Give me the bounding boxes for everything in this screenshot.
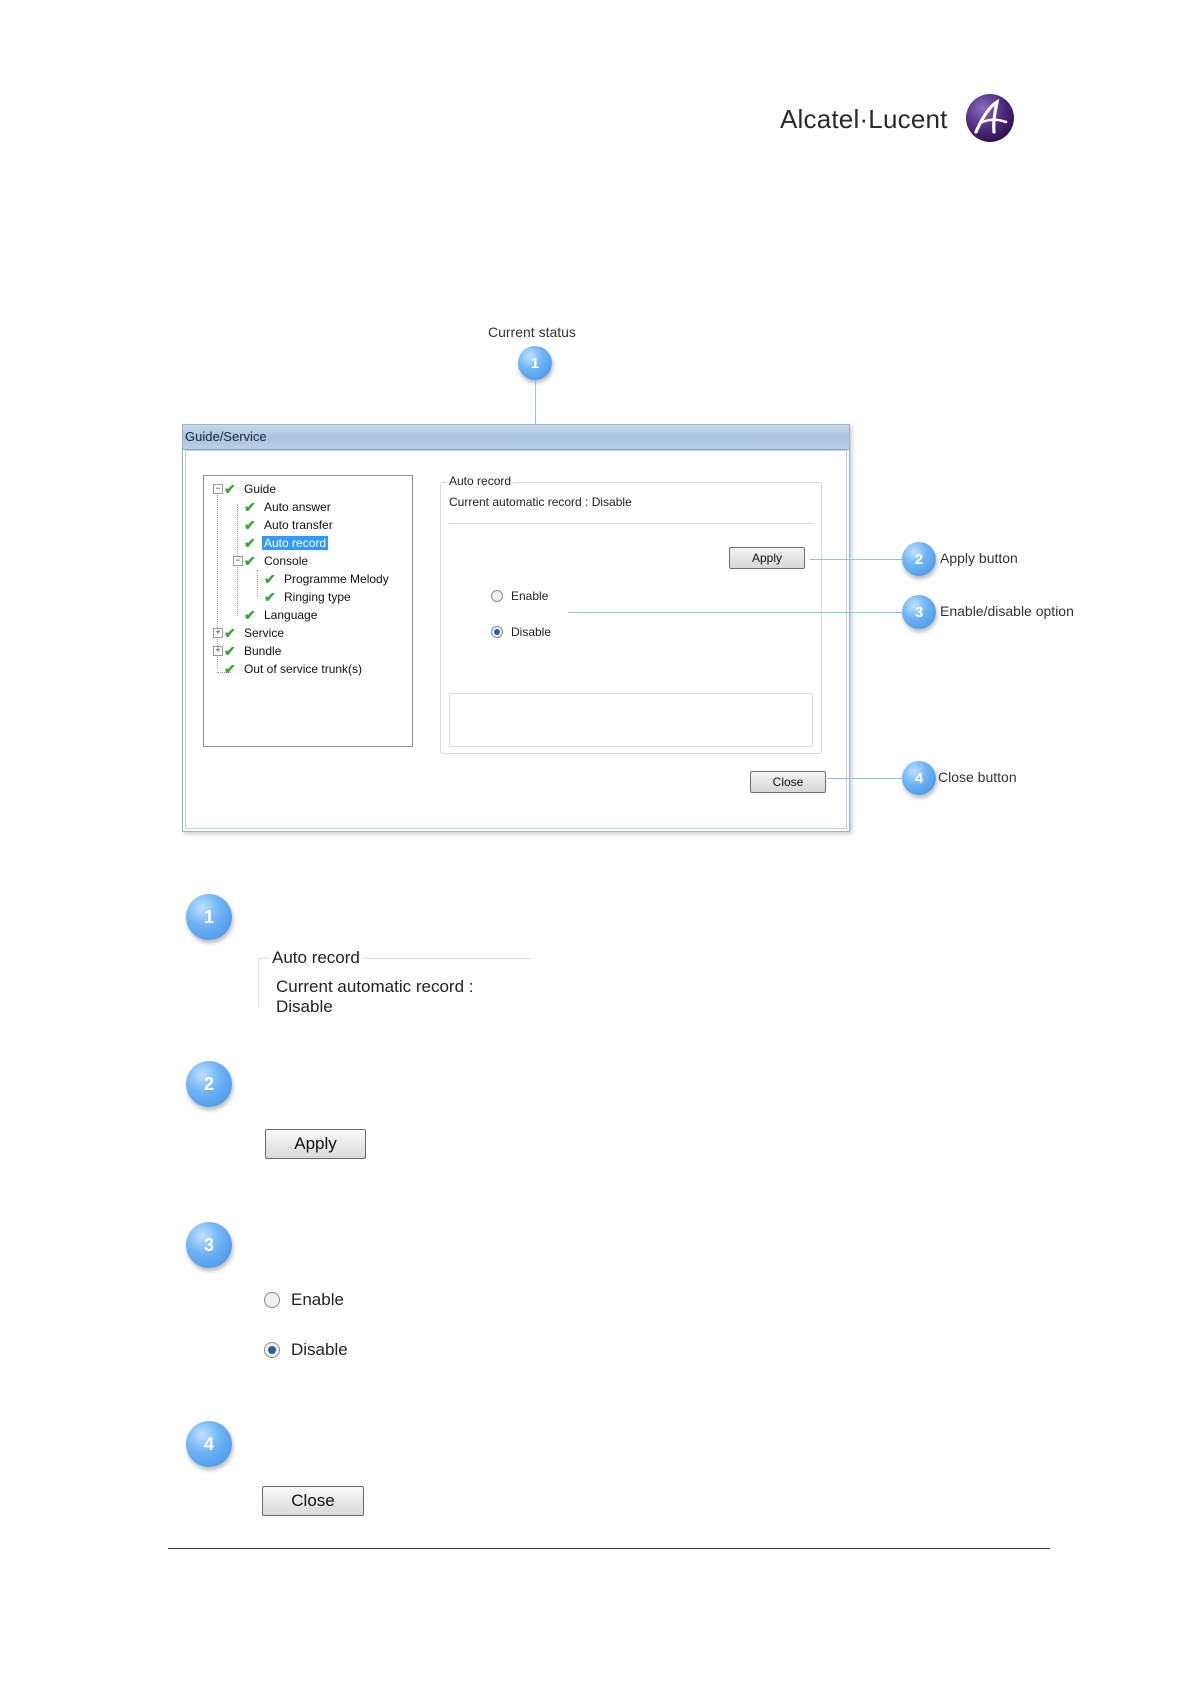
check-icon: ✔ <box>224 660 236 677</box>
detail-enable-radio[interactable] <box>264 1292 280 1308</box>
window-title: Guide/Service <box>185 429 267 444</box>
window-titlebar[interactable]: Guide/Service <box>183 425 849 450</box>
detail-1-status: Current automatic record : Disable <box>276 977 474 1016</box>
check-icon: ✔ <box>244 516 256 533</box>
tree-node-guide[interactable]: ✔Guide <box>224 480 277 497</box>
group-separator <box>449 523 813 524</box>
message-area <box>449 693 813 747</box>
auto-record-group: Auto record Current automatic record : D… <box>440 474 822 754</box>
tree-node-programme-melody[interactable]: ✔Programme Melody <box>264 570 389 587</box>
tree-node-out-of-service-trunks[interactable]: ✔Out of service trunk(s) <box>224 660 363 677</box>
tree-expander-guide[interactable]: − <box>213 484 223 494</box>
check-icon: ✔ <box>244 534 256 551</box>
detail-1-title: Auto record <box>269 948 363 968</box>
tree-node-console[interactable]: ✔Console <box>244 552 309 569</box>
check-icon: ✔ <box>224 642 236 659</box>
tree-node-bundle[interactable]: ✔Bundle <box>224 642 282 659</box>
guide-service-window: Guide/Service − ✔Guide ✔Auto answer ✔Aut… <box>182 424 850 832</box>
tree-expander-console[interactable]: − <box>233 556 243 566</box>
current-status-text: Current automatic record : Disable <box>449 495 632 509</box>
detail-disable-radio[interactable] <box>264 1342 280 1358</box>
detail-apply-button[interactable]: Apply <box>265 1129 366 1159</box>
callout-3-bubble: 3 <box>902 595 936 629</box>
disable-label: Disable <box>511 625 552 639</box>
enable-radio-option[interactable]: Enable <box>491 589 548 603</box>
callout-3-line <box>568 612 904 613</box>
tree-expander-bundle[interactable]: + <box>213 646 223 656</box>
detail-4-bubble: 4 <box>186 1421 232 1467</box>
window-client-area: − ✔Guide ✔Auto answer ✔Auto transfer ✔Au… <box>185 450 847 829</box>
callout-1-label: Current status <box>488 324 576 340</box>
check-icon: ✔ <box>244 606 256 623</box>
enable-label: Enable <box>511 589 549 603</box>
tree-node-ringing-type[interactable]: ✔Ringing type <box>264 588 351 605</box>
detail-enable-label: Enable <box>291 1290 344 1309</box>
callout-4-line <box>824 778 904 779</box>
tree-node-auto-record[interactable]: ✔Auto record <box>244 534 329 551</box>
check-icon: ✔ <box>264 570 276 587</box>
group-title: Auto record <box>447 474 514 488</box>
tree-node-auto-answer[interactable]: ✔Auto answer <box>244 498 331 515</box>
callout-1-bubble: 1 <box>518 346 552 380</box>
check-icon: ✔ <box>264 588 276 605</box>
detail-enable-option[interactable]: Enable <box>264 1290 344 1310</box>
check-icon: ✔ <box>224 480 236 497</box>
service-tree[interactable]: − ✔Guide ✔Auto answer ✔Auto transfer ✔Au… <box>203 475 413 747</box>
check-icon: ✔ <box>224 624 236 641</box>
tree-expander-service[interactable]: + <box>213 628 223 638</box>
apply-button[interactable]: Apply <box>729 547 805 569</box>
disable-radio[interactable] <box>491 626 503 638</box>
alcatel-lucent-logo: Alcatel·Lucent <box>780 92 1020 148</box>
detail-1-groupbox: Auto record Current automatic record : D… <box>258 948 531 1016</box>
detail-3-bubble: 3 <box>186 1222 232 1268</box>
callout-2-line <box>810 559 904 560</box>
close-button[interactable]: Close <box>750 771 826 793</box>
detail-close-button[interactable]: Close <box>262 1486 364 1516</box>
disable-radio-option[interactable]: Disable <box>491 625 551 639</box>
detail-disable-label: Disable <box>291 1340 348 1359</box>
detail-2-bubble: 2 <box>186 1061 232 1107</box>
enable-radio[interactable] <box>491 590 503 602</box>
callout-3-label: Enable/disable option <box>940 603 1074 619</box>
tree-node-language[interactable]: ✔Language <box>244 606 318 623</box>
check-icon: ✔ <box>244 552 256 569</box>
callout-2-bubble: 2 <box>902 542 936 576</box>
callout-4-label: Close button <box>938 769 1017 785</box>
callout-4-bubble: 4 <box>902 761 936 795</box>
detail-disable-option[interactable]: Disable <box>264 1340 348 1360</box>
check-icon: ✔ <box>244 498 256 515</box>
alcatel-lucent-logo-icon <box>966 94 1014 142</box>
brand-name: Alcatel·Lucent <box>780 104 948 134</box>
tree-node-auto-transfer[interactable]: ✔Auto transfer <box>244 516 333 533</box>
footer-rule <box>168 1548 1050 1549</box>
detail-1-bubble: 1 <box>186 894 232 940</box>
callout-2-label: Apply button <box>940 550 1018 566</box>
tree-node-service[interactable]: ✔Service <box>224 624 285 641</box>
